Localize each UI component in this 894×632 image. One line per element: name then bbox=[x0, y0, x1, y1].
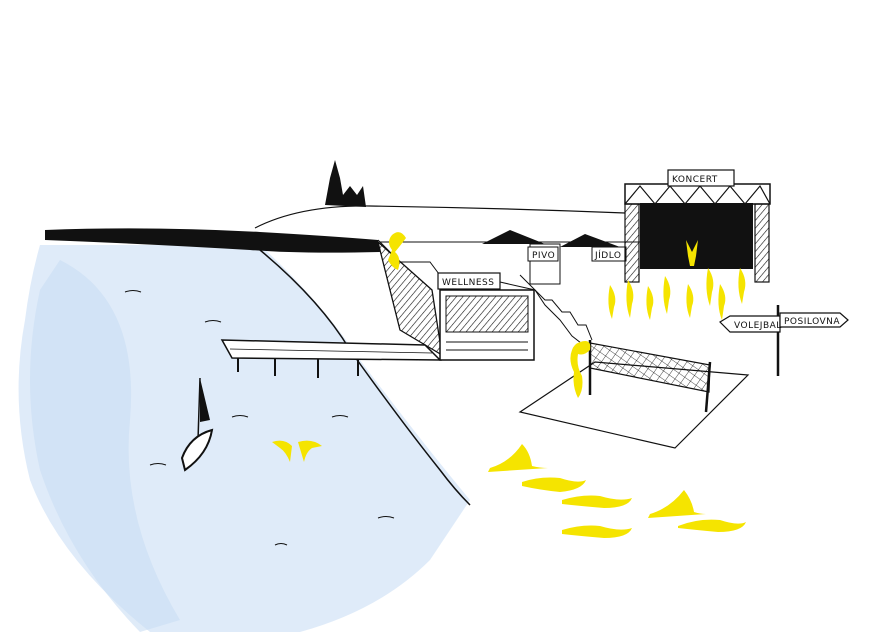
pier bbox=[220, 339, 442, 378]
posilovna-sign: POSILOVNA bbox=[784, 317, 840, 327]
person-icon bbox=[686, 284, 694, 318]
sailboat-icon bbox=[180, 377, 214, 472]
hill bbox=[254, 205, 626, 229]
jidlo-tent: JÍDLO bbox=[559, 234, 627, 282]
wellness-building: WELLNESS bbox=[437, 272, 535, 361]
person-icon bbox=[570, 341, 591, 398]
person-icon bbox=[298, 440, 322, 462]
person-icon bbox=[388, 232, 406, 270]
person-icon bbox=[706, 268, 714, 306]
lake-water-shade bbox=[30, 260, 180, 632]
person-icon bbox=[718, 284, 726, 320]
person-icon bbox=[562, 495, 632, 508]
church-icon bbox=[325, 160, 366, 207]
volleyball-court bbox=[518, 340, 750, 449]
person-icon bbox=[648, 490, 706, 518]
volejbal-sign: VOLEJBAL bbox=[734, 321, 782, 331]
person-icon bbox=[272, 440, 292, 462]
pivo-tent: PIVO bbox=[482, 230, 561, 285]
hatched-wall bbox=[376, 240, 443, 357]
signpost: VOLEJBAL POSILOVNA bbox=[719, 305, 849, 376]
person-icon bbox=[488, 444, 548, 472]
shoreline bbox=[259, 249, 471, 506]
person-icon bbox=[663, 276, 671, 314]
people-group bbox=[272, 232, 746, 538]
person-icon bbox=[522, 477, 586, 492]
far-shore bbox=[45, 228, 380, 253]
person-icon bbox=[626, 280, 634, 318]
jidlo-sign: JÍDLO bbox=[594, 249, 622, 261]
person-icon bbox=[646, 286, 654, 320]
person-icon bbox=[608, 285, 616, 319]
water-ripples bbox=[124, 290, 395, 546]
pivo-sign: PIVO bbox=[532, 251, 555, 261]
koncert-sign: KONCERT bbox=[672, 175, 718, 185]
person-icon bbox=[686, 240, 698, 266]
person-icon bbox=[562, 525, 632, 538]
person-icon bbox=[738, 268, 746, 304]
concert-stage: KONCERT bbox=[624, 169, 771, 283]
wellness-sign: WELLNESS bbox=[442, 278, 494, 288]
stairs bbox=[377, 239, 593, 351]
person-icon bbox=[678, 519, 746, 532]
